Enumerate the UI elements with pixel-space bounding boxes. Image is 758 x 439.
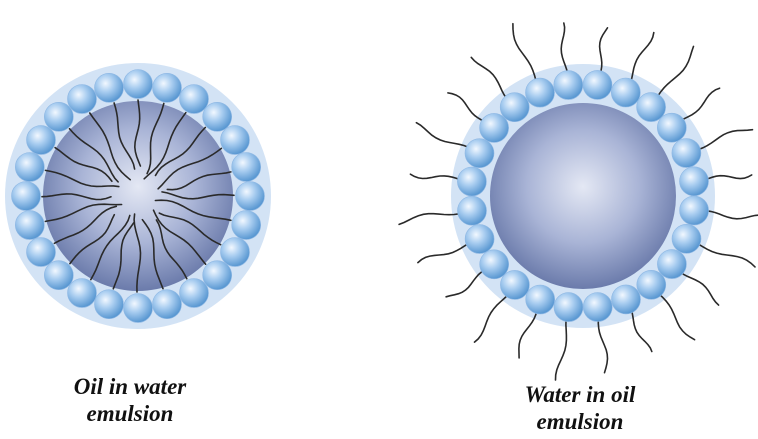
surfactant-head [458,196,487,225]
surfactant-head [480,113,509,142]
surfactant-head [526,78,555,107]
surfactant-head [180,85,209,114]
surfactant-head [232,211,261,240]
water-in-oil-caption: Water in oil emulsion [470,381,690,435]
water-in-oil-caption-line1: Water in oil [470,381,690,408]
oil-in-water-caption-line1: Oil in water [20,373,240,400]
surfactant-head [236,182,265,211]
surfactant-head [203,102,232,131]
surfactant-head [611,78,640,107]
surfactant-head [554,71,583,100]
surfactant-head [124,70,153,99]
surfactant-head [68,85,97,114]
oil-in-water-micelle [5,63,271,329]
surfactant-head [221,126,250,155]
surfactant-head [232,153,261,182]
oil-in-water-caption-line2: emulsion [20,400,240,427]
surfactant-head [27,238,56,267]
surfactant-head [12,182,41,211]
surfactant-head [124,294,153,323]
surfactant-head [480,250,509,279]
surfactant-head [672,224,701,253]
surfactant-head [465,139,494,168]
surfactant-head [15,211,44,240]
oil-in-water-caption: Oil in water emulsion [20,373,240,427]
surfactant-head [500,270,529,299]
surfactant-head [44,102,73,131]
surfactant-head [457,167,486,196]
surfactant-head [221,238,250,267]
surfactant-head [27,126,56,155]
surfactant-head [554,293,583,322]
surfactant-head [15,153,44,182]
surfactant-head [465,225,494,254]
water-in-oil-core [490,103,676,289]
surfactant-head [583,70,612,99]
surfactant-head [672,139,701,168]
surfactant-head [203,261,232,290]
surfactant-head [526,285,555,314]
surfactant-head [153,73,182,102]
surfactant-head [68,279,97,308]
water-in-oil-micelle [399,23,758,380]
surfactant-head [657,113,686,142]
surfactant-head [637,270,666,299]
surfactant-head [180,279,209,308]
surfactant-head [680,167,709,196]
surfactant-head [657,250,686,279]
surfactant-head [680,196,709,225]
water-in-oil-caption-line2: emulsion [470,408,690,435]
surfactant-head [612,285,641,314]
surfactant-head [637,93,666,122]
surfactant-head [500,93,529,122]
surfactant-head [95,73,124,102]
surfactant-head [583,293,612,322]
surfactant-head [95,290,124,319]
surfactant-head [44,261,73,290]
surfactant-head [153,290,182,319]
